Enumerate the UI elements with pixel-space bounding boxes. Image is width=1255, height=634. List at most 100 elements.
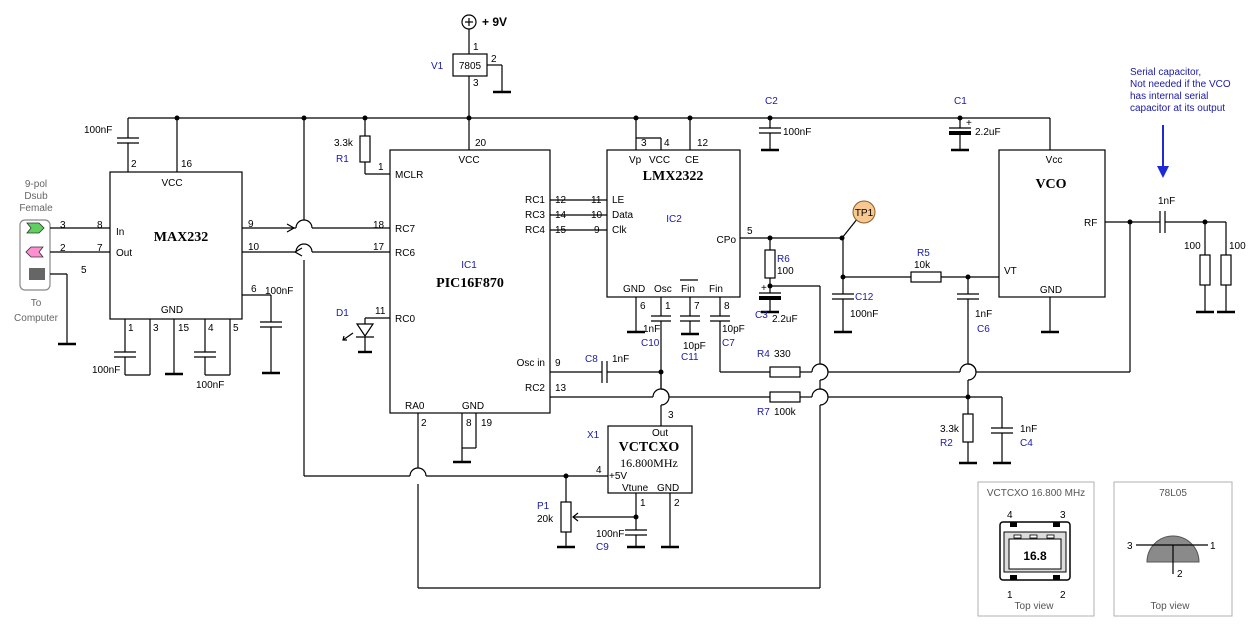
- regulator-ref: V1: [431, 61, 444, 72]
- pic-pin-2: 2: [421, 418, 427, 429]
- regulator-name: 7805: [459, 61, 482, 72]
- lmx-le: LE: [612, 195, 625, 206]
- lmx-chip: [550, 118, 840, 388]
- max232-pin-3: 3: [153, 323, 159, 334]
- c10-value: 1nF: [643, 324, 660, 335]
- c7-value: 10pF: [722, 324, 745, 335]
- inset-78l05-pin-1: 1: [1210, 541, 1216, 552]
- lmx-cpo: CPo: [717, 235, 737, 246]
- c2-capacitor: [759, 118, 781, 152]
- pic-rc4: RC4: [525, 225, 545, 236]
- max232-pin-16: 16: [181, 159, 193, 170]
- note-line-4: capacitor at its output: [1130, 103, 1225, 114]
- pic-name: PIC16F870: [436, 276, 504, 291]
- c12-ref: C12: [855, 292, 874, 303]
- r6-value: 100: [777, 266, 794, 277]
- load1-value: 100: [1184, 241, 1201, 252]
- pic-pin-11: 11: [375, 306, 386, 317]
- pic-rc3: RC3: [525, 210, 545, 221]
- r6-c3-network: +: [759, 238, 829, 588]
- supply-label: + 9V: [482, 15, 507, 29]
- to-computer-2: Computer: [14, 313, 59, 324]
- regulator-pin-in: 1: [473, 42, 479, 53]
- inset-vctcxo-pin-2: 2: [1060, 590, 1066, 601]
- regulator-pin-gnd: 2: [491, 54, 497, 65]
- pic-ra0: RA0: [405, 401, 425, 412]
- max232-pin-7: 7: [97, 243, 103, 254]
- max232-pin-8: 8: [97, 220, 103, 231]
- lmx-pin-5: 5: [747, 226, 753, 237]
- tp1-testpoint: [839, 200, 876, 241]
- r7-value: 100k: [774, 407, 797, 418]
- pic-rc7: RC7: [395, 224, 415, 235]
- c8-capacitor: [550, 361, 670, 426]
- connector-pin-2: 2: [60, 243, 66, 254]
- lmx-fin: Fin: [709, 284, 723, 295]
- r5-value: 10k: [914, 260, 931, 271]
- max232-pin-1: 1: [128, 323, 134, 334]
- vctcxo-pin-4: 4: [596, 465, 602, 476]
- max232-cap-top: 100nF: [84, 125, 112, 136]
- c8-value: 1nF: [612, 354, 629, 365]
- lmx-pin-6: 6: [640, 301, 646, 312]
- crf-value: 1nF: [1158, 196, 1175, 207]
- lmx-pin-11: 11: [591, 195, 602, 206]
- note-line-3: has internal serial: [1130, 91, 1208, 102]
- c6-ref: C6: [977, 324, 990, 335]
- lmx-fin-bar: Fin: [681, 284, 695, 295]
- r4-value: 330: [774, 349, 791, 360]
- lmx-clk: Clk: [612, 225, 627, 236]
- lmx-pin-10: 10: [591, 210, 603, 221]
- c8-ref: C8: [585, 354, 598, 365]
- lmx-pin-3: 3: [641, 138, 647, 149]
- r2-value: 3.3k: [940, 424, 960, 435]
- connector-label-3: Female: [19, 203, 53, 214]
- inset-vctcxo-title: VCTCXO 16.800 MHz: [987, 488, 1085, 499]
- vctcxo-gnd: GND: [657, 483, 679, 494]
- c4-ref: C4: [1020, 438, 1033, 449]
- svg-text:+: +: [761, 283, 767, 294]
- max232-chip: [109, 118, 296, 376]
- to-computer-1: To: [31, 298, 42, 309]
- vctcxo-out: Out: [652, 428, 668, 439]
- connector-gnd-icon: [29, 268, 45, 280]
- c10-ref: C10: [641, 338, 660, 349]
- pic-gnd: GND: [462, 401, 484, 412]
- vctcxo-freq: 16.800MHz: [620, 456, 678, 470]
- inset-78l05-panel: [1113, 481, 1233, 617]
- vctcxo-vtune: Vtune: [622, 483, 649, 494]
- p1-ref: P1: [537, 501, 550, 512]
- pic-rc6: RC6: [395, 248, 415, 259]
- max232-pin-5: 5: [233, 323, 239, 334]
- lmx-pin-7: 7: [694, 301, 700, 312]
- lmx-ref: IC2: [666, 214, 682, 225]
- connector-label-1: 9-pol: [25, 179, 47, 190]
- vco-vt: VT: [1004, 266, 1017, 277]
- inset-78l05-pin-2: 2: [1177, 569, 1183, 580]
- inset-vctcxo-pin-1: 1: [1007, 590, 1013, 601]
- vco-block: [998, 149, 1235, 334]
- inset-78l05-pin-3: 3: [1127, 541, 1133, 552]
- inset-vctcxo-marking: 16.8: [1023, 549, 1047, 563]
- vcc-rail: [128, 115, 1050, 121]
- vco-gnd: GND: [1040, 285, 1062, 296]
- pic-pin-1: 1: [378, 162, 384, 173]
- r7-ref: R7: [757, 407, 770, 418]
- pic-mclr: MCLR: [395, 170, 423, 181]
- p1-value: 20k: [537, 514, 554, 525]
- c2-value: 100nF: [783, 127, 811, 138]
- pic-oscin: Osc in: [517, 358, 545, 369]
- pic-pin-13: 13: [555, 383, 567, 394]
- pic-pin-9: 9: [555, 358, 561, 369]
- c6-value: 1nF: [975, 309, 992, 320]
- lmx-pin-4: 4: [664, 138, 670, 149]
- max232-gnd: GND: [161, 305, 183, 316]
- vctcxo-ref: X1: [587, 430, 600, 441]
- max232-name: MAX232: [154, 230, 208, 245]
- connector-pin-out-icon: [25, 246, 44, 258]
- max232-pin-15: 15: [178, 323, 190, 334]
- lmx-pin-9: 9: [594, 225, 600, 236]
- connector-pin-in-icon: [26, 222, 45, 234]
